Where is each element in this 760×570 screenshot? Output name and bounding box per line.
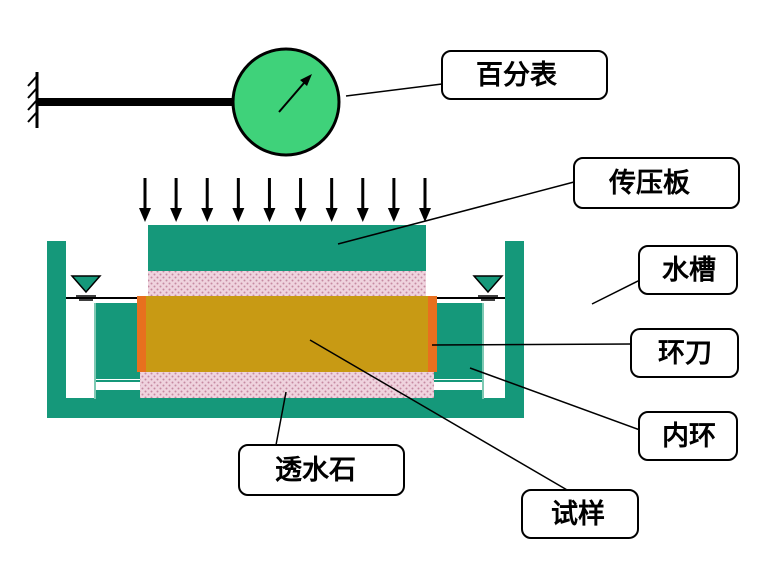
water-level-symbol-left — [70, 275, 102, 294]
load-arrow — [294, 178, 307, 222]
callout-ring-knife: 环刀 — [630, 328, 739, 378]
label-dial-gauge: 百分表 — [476, 60, 557, 91]
load-arrow — [201, 178, 214, 222]
label-loading-plate: 传压板 — [608, 168, 690, 199]
gauge-rod — [37, 98, 233, 106]
soil-sample — [146, 296, 428, 372]
load-arrow — [325, 178, 338, 222]
inner-ring — [94, 303, 484, 399]
callout-sample: 试样 — [521, 489, 639, 539]
gauge-needle-head — [300, 74, 312, 86]
label-water-tank: 水槽 — [662, 255, 716, 286]
callout-water-tank: 水槽 — [638, 245, 738, 295]
water-level-symbol-right — [472, 275, 504, 294]
load-arrow — [232, 178, 245, 222]
label-sample: 试样 — [551, 498, 605, 530]
load-arrow — [263, 178, 276, 222]
label-ring-knife: 环刀 — [658, 338, 712, 369]
load-arrow — [170, 178, 183, 222]
load-arrow — [387, 178, 400, 222]
dial-gauge — [231, 47, 341, 157]
load-arrow — [139, 178, 151, 222]
label-inner-ring: 内环 — [662, 421, 716, 452]
load-arrow — [356, 178, 369, 222]
callout-loading-plate: 传压板 — [573, 157, 740, 209]
load-arrow — [419, 178, 431, 222]
callout-porous-stone: 透水石 — [238, 444, 405, 496]
porous-stone-top — [148, 271, 426, 296]
leader-lines — [275, 83, 641, 495]
label-porous-stone: 透水石 — [275, 455, 356, 486]
callout-dial-gauge: 百分表 — [441, 50, 608, 100]
porous-stone-bottom — [140, 372, 434, 398]
ring-knife-left — [137, 296, 146, 372]
load-arrows — [139, 178, 431, 222]
gauge-assembly — [27, 47, 341, 157]
ring-knife-right — [428, 296, 437, 372]
callout-inner-ring: 内环 — [638, 411, 738, 461]
wall-hatch — [27, 75, 38, 123]
